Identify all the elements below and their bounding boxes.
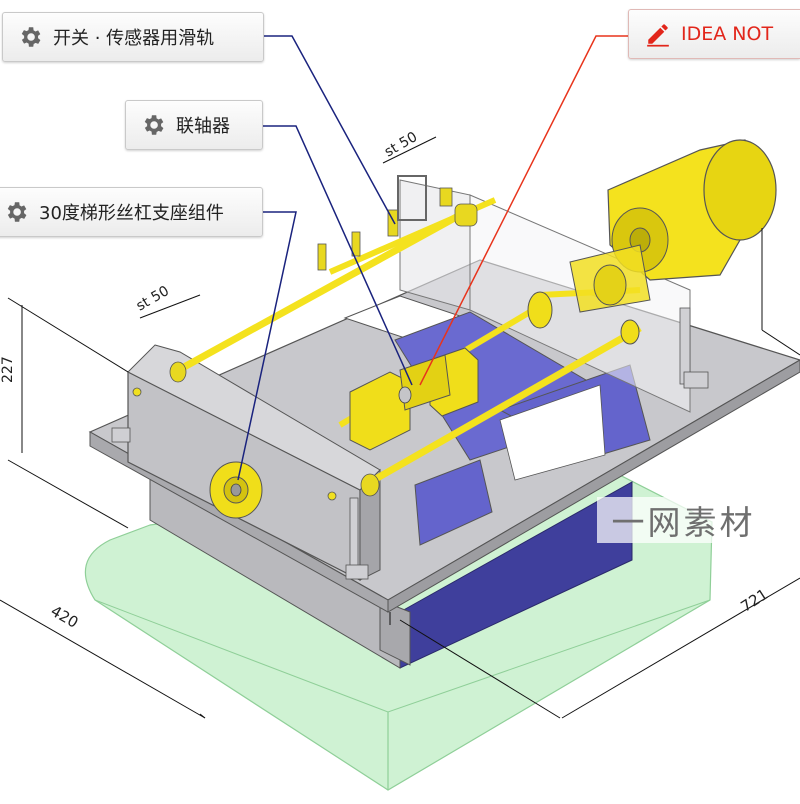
rail-brackets — [111, 175, 709, 580]
width-dimension-label: 420 — [48, 602, 82, 632]
callout-slide-rail-label: 开关 · 传感器用滑轨 — [53, 28, 215, 49]
callout-idea-note: IDEA NOT — [628, 9, 800, 59]
callout-support: 30度梯形丝杠支座组件 — [0, 187, 263, 237]
gear-icon — [7, 202, 27, 222]
enclosure-box — [149, 469, 633, 669]
watermark: 一网素材 — [597, 497, 770, 543]
height-dimension-label: 227 — [0, 356, 16, 383]
callout-slide-rail: 开关 · 传感器用滑轨 — [2, 12, 264, 62]
callout-idea-note-label: IDEA NOT — [681, 23, 774, 45]
callout-coupling: 联轴器 — [125, 100, 263, 150]
depth-dimension-label: 721 — [738, 585, 772, 616]
gear-icon — [144, 115, 164, 135]
stroke-upper-label: st 50 — [382, 129, 420, 160]
leader-lines — [237, 35, 628, 481]
callout-coupling-label: 联轴器 — [176, 116, 230, 137]
stroke-left-label: st 50 — [134, 283, 172, 314]
gear-icon — [21, 27, 41, 47]
pencil-icon — [647, 24, 669, 47]
dimension-lines — [0, 136, 800, 719]
gear-motor — [569, 139, 777, 313]
callout-support-label: 30度梯形丝杠支座组件 — [39, 203, 224, 224]
pillow-blocks — [349, 291, 640, 451]
flange-bearing — [209, 461, 263, 519]
